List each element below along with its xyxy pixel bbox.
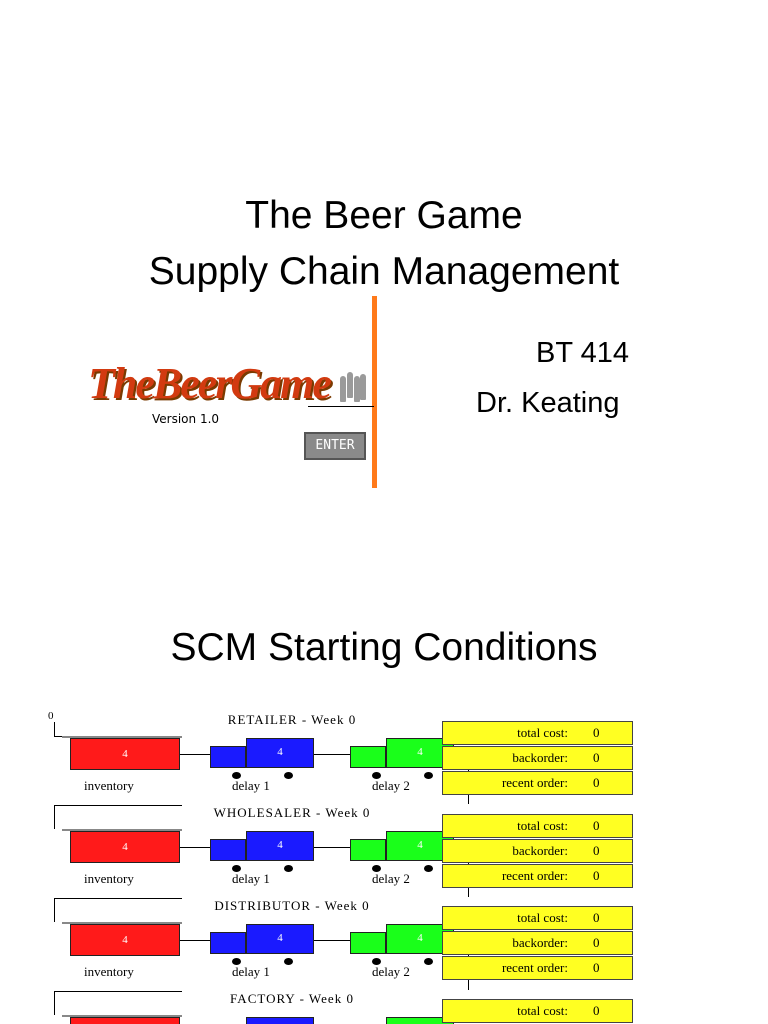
delay1-label: delay 1 [232, 964, 270, 979]
recent-order-value: 0 [593, 868, 600, 883]
title-line-1: The Beer Game [245, 194, 523, 237]
recent-order-value: 0 [593, 775, 600, 790]
delay1-box: 4 [246, 738, 314, 768]
stage-title: FACTORY - Week 0 [230, 991, 354, 1006]
beer-bottles-icon [340, 364, 366, 404]
recent-order-value: 0 [593, 960, 600, 975]
delay2-label: delay 2 [372, 964, 410, 979]
logo-wordmark: TheBeerGame [88, 359, 332, 408]
backorder-value: 0 [593, 935, 600, 950]
delay2-label: delay 2 [372, 871, 410, 886]
enter-button[interactable]: ENTER [304, 432, 366, 460]
inventory-label: inventory [84, 778, 134, 793]
stage-title: WHOLESALER - Week 0 [213, 805, 371, 820]
total-cost-value: 0 [593, 818, 600, 833]
inventory-box: 4 [70, 738, 180, 770]
delay2-queue [350, 932, 386, 954]
divider-bar [372, 296, 377, 488]
inventory-box [70, 1017, 180, 1024]
delay1-box: 4 [246, 924, 314, 954]
beer-game-logo: TheBeerGame Version 1.0 ENTER [88, 354, 378, 464]
inventory-label: inventory [84, 964, 134, 979]
delay1-label: delay 1 [232, 871, 270, 886]
delay2-queue [350, 746, 386, 768]
total-cost-value: 0 [593, 910, 600, 925]
title-line-2: Supply Chain Management [148, 250, 620, 293]
total-cost-value: 0 [593, 725, 600, 740]
total-cost-value: 0 [593, 1003, 600, 1018]
inventory-box: 4 [70, 831, 180, 863]
course-code: BT 414 [536, 337, 629, 369]
delay1-box: 4 [246, 831, 314, 861]
delay1-queue [210, 746, 246, 768]
instructor-name: Dr. Keating [476, 387, 620, 419]
delay1-box [246, 1017, 314, 1024]
backorder-value: 0 [593, 843, 600, 858]
delay1-queue [210, 932, 246, 954]
stage-factory: FACTORY - Week 0 [48, 991, 688, 1024]
delay1-label: delay 1 [232, 778, 270, 793]
inventory-box: 4 [70, 924, 180, 956]
delay2-queue [350, 839, 386, 861]
stage-title: RETAILER - Week 0 [227, 712, 357, 727]
delay2-label: delay 2 [372, 778, 410, 793]
slide-starting-conditions: SCM Starting Conditions 0 RETAILER - Wee… [0, 560, 768, 1024]
stage-title: DISTRIBUTOR - Week 0 [214, 898, 370, 913]
inventory-label: inventory [84, 871, 134, 886]
stage-wholesaler: WHOLESALER - Week 0 4 4 4 inventory dela… [48, 805, 688, 898]
backorder-value: 0 [593, 750, 600, 765]
delay1-queue [210, 839, 246, 861]
start-marker: 0 [48, 710, 54, 722]
slide-title: The Beer Game Supply Chain Management BT… [88, 194, 629, 488]
logo-version: Version 1.0 [152, 412, 220, 426]
slide2-title: SCM Starting Conditions [170, 626, 598, 669]
